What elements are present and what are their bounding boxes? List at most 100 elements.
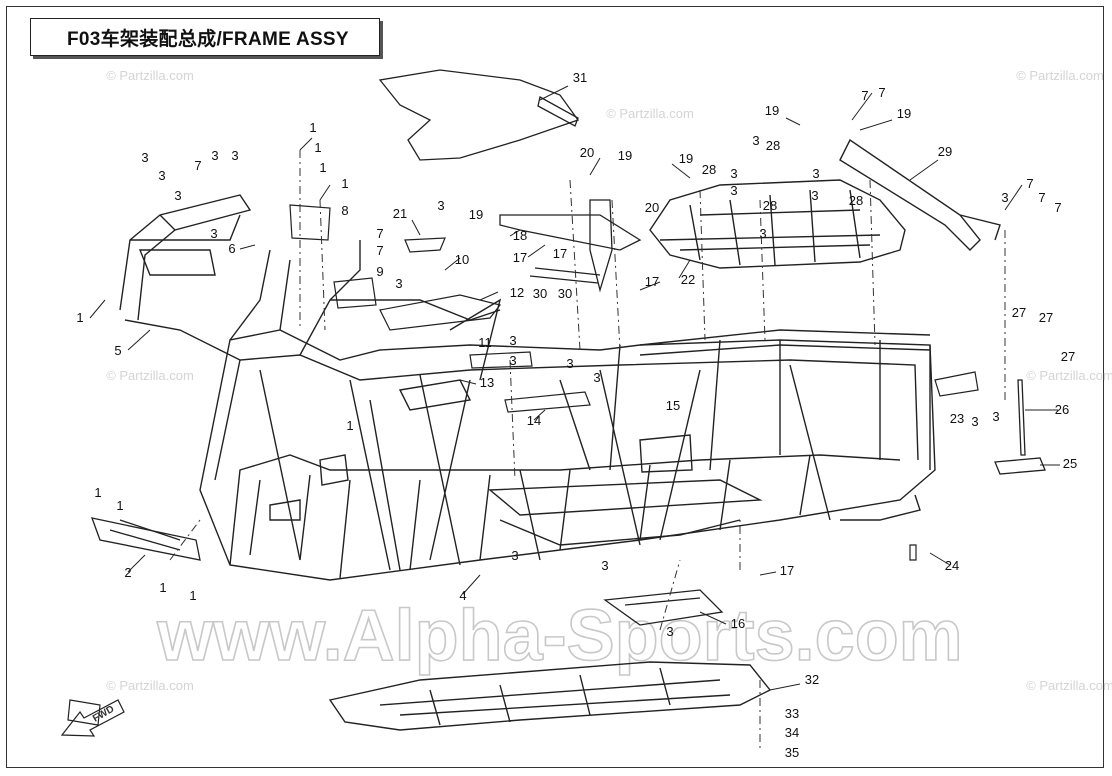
- callout-label: 17: [553, 246, 567, 261]
- callout-label: 19: [618, 148, 632, 163]
- callout-label: 3: [174, 188, 181, 203]
- part-floor-panel: [378, 69, 580, 161]
- callout-label: 19: [679, 151, 693, 166]
- callout-label: 28: [702, 162, 716, 177]
- callout-label: 20: [580, 145, 594, 160]
- leader-line: [671, 163, 691, 179]
- callout-label: 32: [805, 672, 819, 687]
- callout-label: 7: [376, 226, 383, 241]
- callout-label: 21: [393, 206, 407, 221]
- assembly-centerline: [759, 199, 766, 341]
- callout-label: 22: [681, 272, 695, 287]
- callout-label: 1: [341, 176, 348, 191]
- assembly-centerline: [699, 189, 706, 341]
- assembly-centerline: [569, 179, 581, 351]
- callout-label: 3: [1001, 190, 1008, 205]
- callout-label: 3: [566, 356, 573, 371]
- callout-label: 12: [510, 285, 524, 300]
- callout-label: 11: [478, 335, 492, 350]
- callout-label: 1: [314, 140, 321, 155]
- leader-line: [444, 257, 461, 271]
- fwd-arrow-icon: [60, 699, 125, 737]
- leader-line: [929, 552, 951, 566]
- callout-label: 3: [759, 226, 766, 241]
- callout-label: 28: [849, 193, 863, 208]
- watermark-small-group: © Partzilla.com © Partzilla.com © Partzill…: [106, 68, 1112, 693]
- callout-label: 1: [94, 485, 101, 500]
- leader-lines: [89, 85, 1060, 750]
- diagram-title: F03车架装配总成/FRAME ASSY: [30, 18, 380, 56]
- watermark-small: © Partzilla.com: [1016, 68, 1104, 83]
- callout-label: 7: [861, 88, 868, 103]
- part-rear-rail: [839, 138, 1001, 251]
- callout-label: 7: [194, 158, 201, 173]
- leader-line: [299, 137, 313, 151]
- leader-line: [127, 554, 146, 573]
- callout-label: 8: [341, 203, 348, 218]
- callout-label: 7: [1054, 200, 1061, 215]
- watermark-small: © Partzilla.com: [106, 68, 194, 83]
- callout-label: 33: [785, 706, 799, 721]
- leader-line: [459, 379, 477, 385]
- assembly-centerline: [611, 199, 621, 351]
- callout-label: 7: [1026, 176, 1033, 191]
- callout-label: 3: [601, 558, 608, 573]
- callout-label: 19: [765, 103, 779, 118]
- part-skid-plate: [328, 661, 772, 731]
- callout-label: 3: [231, 148, 238, 163]
- part-crossmember: [499, 199, 642, 293]
- leader-line: [759, 571, 777, 576]
- part-middle-guard: [603, 589, 724, 626]
- watermark-small: © Partzilla.com: [1026, 678, 1112, 693]
- callout-label: 19: [469, 207, 483, 222]
- part-rear-rack: [649, 179, 906, 269]
- assembly-centerline: [869, 179, 876, 346]
- callout-label: 7: [1038, 190, 1045, 205]
- callout-label: 1: [116, 498, 123, 513]
- part-small-brackets: [67, 204, 979, 726]
- callout-label: 30: [558, 286, 572, 301]
- leader-line: [527, 244, 546, 258]
- callout-label: 13: [480, 375, 494, 390]
- callout-label: 15: [666, 398, 680, 413]
- leader-line: [462, 574, 481, 595]
- callout-label: 1: [159, 580, 166, 595]
- callout-label: 3: [730, 183, 737, 198]
- callout-label: 31: [573, 70, 587, 85]
- callout-label: 9: [376, 264, 383, 279]
- callout-label: 3: [511, 548, 518, 563]
- leader-line: [479, 291, 499, 301]
- callout-label: 18: [513, 228, 527, 243]
- callout-label: 26: [1055, 402, 1069, 417]
- callout-label: 7: [878, 85, 885, 100]
- callout-label: 27: [1012, 305, 1026, 320]
- callout-label: 1: [309, 120, 316, 135]
- callout-label: 3: [971, 414, 978, 429]
- callout-label: 4: [459, 588, 466, 603]
- watermark-small: © Partzilla.com: [106, 678, 194, 693]
- callout-label: 3: [730, 166, 737, 181]
- leader-line: [859, 119, 893, 131]
- callout-label: 3: [509, 353, 516, 368]
- assembly-centerline: [169, 519, 201, 561]
- callout-label: 3: [395, 276, 402, 291]
- leader-line: [411, 219, 421, 236]
- leader-line: [851, 92, 873, 121]
- leader-line: [539, 85, 569, 101]
- callout-label: 6: [228, 241, 235, 256]
- callout-label: 5: [114, 343, 121, 358]
- assembly-centerline: [509, 359, 516, 481]
- callout-label: 25: [1063, 456, 1077, 471]
- leader-line: [785, 117, 801, 126]
- part-lower-bracket: [90, 517, 201, 561]
- callout-label: 27: [1061, 349, 1075, 364]
- callout-label: 16: [731, 616, 745, 631]
- callout-label: 20: [645, 200, 659, 215]
- callout-label: 27: [1039, 310, 1053, 325]
- callout-label: 10: [455, 252, 469, 267]
- assembly-centerline: [659, 559, 681, 631]
- leader-line: [909, 159, 939, 181]
- watermark-main: www.Alpha-Sports.com: [156, 596, 962, 676]
